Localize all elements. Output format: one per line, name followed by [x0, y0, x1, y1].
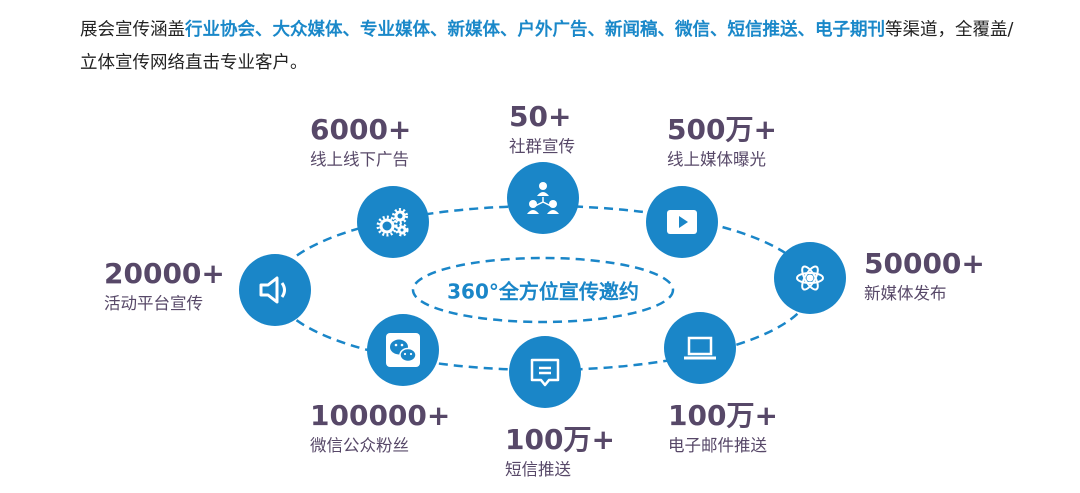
wechat-icon — [367, 314, 439, 386]
intro-channels: 行业协会、大众媒体、专业媒体、新媒体、户外广告、新闻稿、微信、短信推送、电子期刊 — [185, 20, 885, 40]
center-label: 360°全方位宣传邀约 — [447, 279, 639, 304]
stat-community: 50+ 社群宣传 — [509, 101, 575, 158]
gears-icon — [357, 186, 429, 258]
stat-label: 新媒体发布 — [864, 284, 947, 303]
stat-email: 100万+ 电子邮件推送 — [668, 400, 778, 457]
stat-events: 20000+ 活动平台宣传 — [104, 258, 225, 315]
stat-value: 50+ — [509, 100, 572, 133]
stat-value: 100000+ — [310, 399, 451, 432]
stat-new-media: 50000+ 新媒体发布 — [864, 248, 985, 305]
stat-label: 线上线下广告 — [310, 150, 409, 169]
stat-label: 活动平台宣传 — [104, 294, 203, 313]
stat-label: 短信推送 — [505, 460, 571, 479]
stat-label: 社群宣传 — [509, 137, 575, 156]
laptop-icon — [664, 312, 736, 384]
message-icon — [509, 336, 581, 408]
stat-label: 电子邮件推送 — [668, 436, 767, 455]
stat-wechat: 100000+ 微信公众粉丝 — [310, 400, 450, 457]
stat-online-media: 500万+ 线上媒体曝光 — [667, 114, 777, 171]
stat-label: 微信公众粉丝 — [310, 436, 409, 455]
stat-value: 500万+ — [667, 113, 777, 146]
speaker-icon — [239, 254, 311, 326]
group-icon — [507, 162, 579, 234]
stat-value: 50000+ — [864, 247, 985, 280]
inner-dashed-ellipse — [411, 256, 675, 324]
stat-value: 100万+ — [505, 423, 615, 456]
stat-value: 20000+ — [104, 257, 225, 290]
intro-text: 展会宣传涵盖行业协会、大众媒体、专业媒体、新媒体、户外广告、新闻稿、微信、短信推… — [80, 14, 1020, 80]
stat-value: 100万+ — [668, 399, 778, 432]
stat-sms: 100万+ 短信推送 — [505, 424, 615, 481]
intro-prefix: 展会宣传涵盖 — [80, 20, 185, 40]
atom-icon — [774, 242, 846, 314]
video-play-icon — [646, 186, 718, 258]
stat-offline-ads: 6000+ 线上线下广告 — [310, 114, 411, 171]
stat-value: 6000+ — [310, 113, 412, 146]
stat-label: 线上媒体曝光 — [667, 150, 766, 169]
intro-suffix: 等渠道，全覆盖/立体宣传网络直击专业客户。 — [80, 20, 1014, 73]
